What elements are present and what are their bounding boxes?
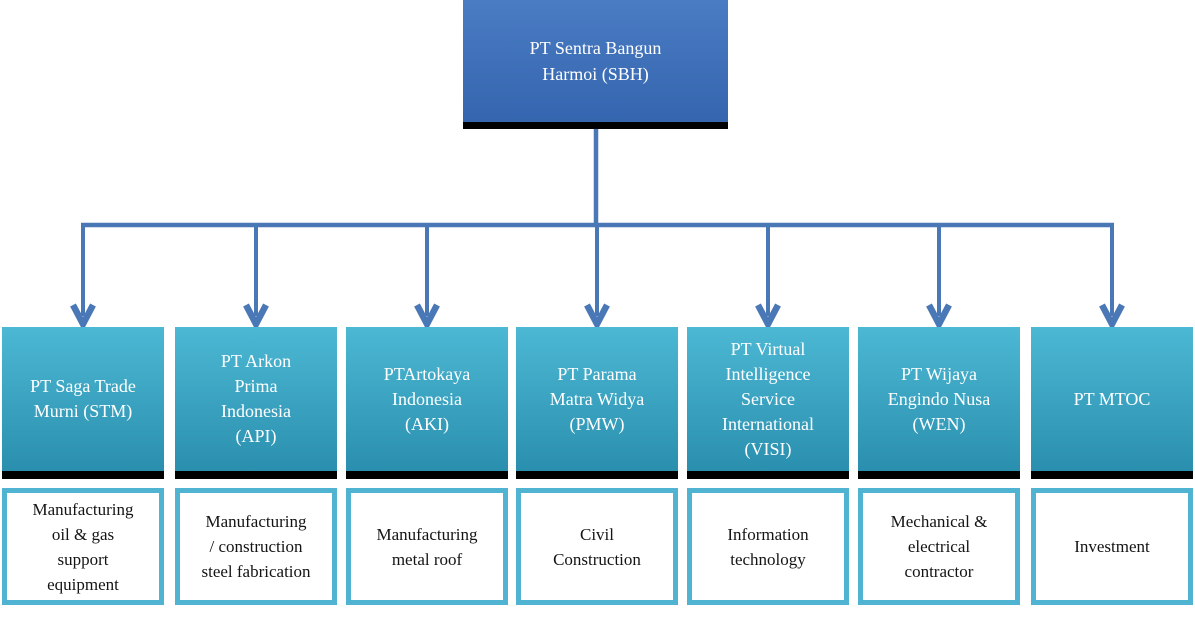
subsidiary-name: PT Wijaya Engindo Nusa (WEN) [887,363,991,434]
subsidiary-name-box: PT Parama Matra Widya (PMW) [516,327,678,479]
connector-arrow [1099,223,1125,331]
subsidiary-name-box: PT Saga Trade Murni (STM) [2,327,164,479]
subsidiary-description-box: Manufacturing oil & gas support equipmen… [2,488,164,605]
subsidiary-name: PT MTOC [1073,388,1151,409]
subsidiary-name: PT Parama Matra Widya (PMW) [549,363,645,434]
connector-arrow [584,223,610,331]
connector-arrow [414,223,440,331]
subsidiary-description-box: Mechanical & electrical contractor [858,488,1020,605]
subsidiary-name-box: PT MTOC [1031,327,1193,479]
subsidiary-description: Mechanical & electrical contractor [890,512,988,581]
subsidiary-column: PT MTOC Investment [1031,327,1193,605]
subsidiary-description: Investment [1074,537,1150,556]
connector-arrow [926,223,952,331]
connector-arrow [243,223,269,331]
subsidiary-description-box: Manufacturing metal roof [346,488,508,605]
subsidiary-column: PT Arkon Prima Indonesia (API) Manufactu… [175,327,337,605]
subsidiary-column: PTArtokaya Indonesia (AKI) Manufacturing… [346,327,508,605]
subsidiary-description: Manufacturing oil & gas support equipmen… [32,499,134,594]
subsidiary-description-box: Manufacturing / construction steel fabri… [175,488,337,605]
subsidiary-description: Information technology [727,524,809,569]
subsidiary-description: Manufacturing metal roof [376,524,478,569]
subsidiary-name: PT Virtual Intelligence Service Internat… [722,338,814,459]
subsidiary-name-box: PTArtokaya Indonesia (AKI) [346,327,508,479]
subsidiary-column: PT Wijaya Engindo Nusa (WEN) Mechanical … [858,327,1020,605]
connector-arrow [755,223,781,331]
subsidiary-name: PTArtokaya Indonesia (AKI) [383,363,471,434]
subsidiary-column: PT Saga Trade Murni (STM) Manufacturing … [2,327,164,605]
subsidiary-name-box: PT Wijaya Engindo Nusa (WEN) [858,327,1020,479]
subsidiary-description-box: Investment [1031,488,1193,605]
subsidiary-name-box: PT Arkon Prima Indonesia (API) [175,327,337,479]
subsidiary-description-box: Civil Construction [516,488,678,605]
connector-arrow [70,223,96,331]
subsidiary-name: PT Saga Trade Murni (STM) [30,376,136,421]
subsidiary-description-box: Information technology [687,488,849,605]
root-company-name: PT Sentra Bangun Harmoi (SBH) [529,38,662,84]
root-company-box: PT Sentra Bangun Harmoi (SBH) [463,0,728,129]
subsidiary-description: Manufacturing / construction steel fabri… [201,512,311,581]
subsidiary-name-box: PT Virtual Intelligence Service Internat… [687,327,849,479]
subsidiary-column: PT Virtual Intelligence Service Internat… [687,327,849,605]
subsidiary-column: PT Parama Matra Widya (PMW) Civil Constr… [516,327,678,605]
subsidiary-description: Civil Construction [553,524,641,569]
subsidiary-name: PT Arkon Prima Indonesia (API) [220,351,292,446]
